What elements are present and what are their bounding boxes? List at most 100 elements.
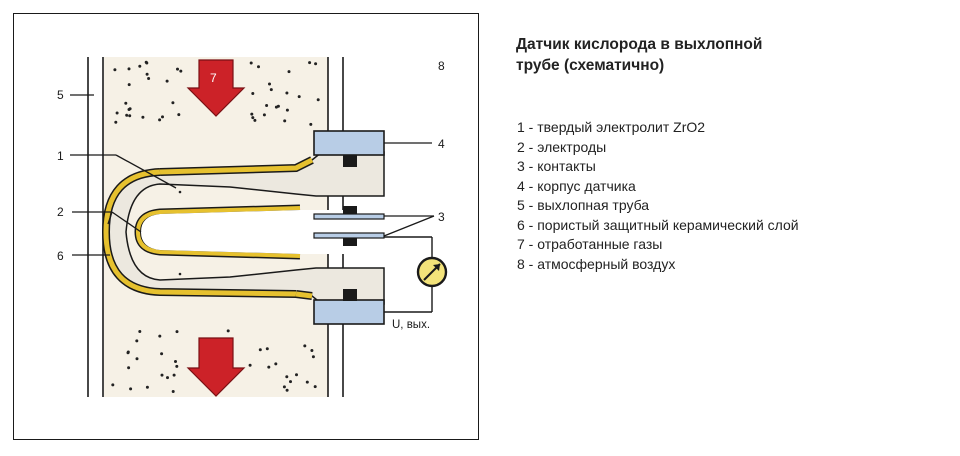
housing-seal-bottom (343, 289, 357, 301)
particle-dot (160, 352, 164, 356)
particle-dot (248, 363, 252, 367)
sensor-housing-top (313, 130, 385, 156)
particle-dot (249, 61, 253, 65)
particle-dot (251, 116, 255, 120)
particle-dot (175, 364, 179, 368)
callout-2: 2 (57, 205, 64, 219)
callout-1: 1 (57, 149, 64, 163)
particle-dot (179, 69, 183, 73)
exhaust-flow-arrow-bottom (186, 337, 246, 397)
particle-dot (172, 373, 176, 377)
particle-dot (145, 72, 149, 76)
particle-dot (141, 115, 145, 119)
particle-dot (177, 113, 181, 117)
housing-seal-top (343, 155, 357, 167)
callout-7: 7 (210, 71, 217, 85)
callout-4: 4 (438, 137, 445, 151)
legend-item: 6 - пористый защитный керамический слой (517, 216, 799, 233)
particle-dot (147, 77, 151, 80)
particle-dot (283, 119, 287, 123)
sensor-housing-bottom (313, 299, 385, 325)
particle-dot (176, 67, 179, 71)
particle-dot (285, 91, 289, 95)
particle-dot (295, 373, 298, 377)
particle-dot (125, 113, 129, 117)
particle-dot (289, 380, 292, 384)
particle-dot (138, 64, 142, 68)
particle-dot (314, 62, 318, 66)
particle-dot (175, 330, 179, 334)
particle-dot (145, 385, 149, 389)
particle-dot (313, 385, 317, 389)
particle-dot (297, 95, 301, 99)
particle-dot (161, 115, 164, 119)
callout-8: 8 (438, 59, 445, 73)
particle-dot (267, 365, 271, 369)
particle-dot (127, 108, 131, 111)
particle-dot (285, 388, 289, 392)
exhaust-flow-arrow-top (186, 59, 246, 117)
particle-dot (268, 82, 271, 86)
title-line-2: трубе (схематично) (516, 57, 665, 74)
particle-dot (126, 351, 130, 355)
contact-inner (313, 232, 385, 239)
callout-3: 3 (438, 210, 445, 224)
particle-dot (274, 362, 278, 366)
particle-dot (127, 83, 131, 87)
particle-dot (127, 366, 131, 370)
particle-dot (135, 357, 139, 361)
particle-dot (311, 355, 315, 359)
measurement-circuit (384, 236, 433, 313)
contact-clamp-top (343, 206, 357, 214)
particle-dot (316, 98, 320, 102)
particle-dot (160, 373, 164, 377)
particle-dot (171, 390, 175, 393)
particle-dot (124, 101, 128, 105)
particle-dot (253, 118, 257, 122)
particle-dot (276, 104, 280, 108)
ceramic-grain-dot (178, 272, 182, 276)
particle-dot (135, 339, 139, 343)
particle-dot (251, 92, 255, 95)
legend-item: 3 - контакты (517, 158, 596, 174)
particle-dot (129, 387, 133, 391)
contact-outer (313, 213, 385, 220)
particle-dot (308, 61, 312, 65)
legend-item: 7 - отработанные газы (517, 236, 663, 252)
particle-dot (138, 330, 142, 333)
legend-item: 2 - электроды (517, 138, 607, 155)
particle-dot (166, 376, 169, 380)
legend-item: 5 - выхлопная труба (517, 197, 650, 213)
particle-dot (226, 329, 230, 333)
particle-dot (128, 114, 132, 118)
particle-dot (174, 360, 177, 363)
particle-dot (158, 118, 162, 122)
title-line-1: Датчик кислорода в выхлопной (516, 36, 763, 53)
particle-dot (310, 349, 314, 352)
particle-dot (303, 344, 307, 348)
particle-dot (305, 380, 309, 384)
particle-dot (285, 108, 289, 112)
particle-dot (309, 122, 313, 126)
particle-dot (113, 68, 117, 72)
callout-5: 5 (57, 88, 64, 102)
particle-dot (257, 65, 260, 69)
particle-dot (158, 334, 162, 338)
legend-item: 8 - атмосферный воздух (517, 255, 676, 272)
particle-dot (262, 113, 266, 117)
exhaust-pipe-left-wall (87, 57, 104, 397)
output-voltage-label: U, вых. (392, 319, 430, 331)
particle-dot (265, 104, 269, 107)
particle-dot (269, 88, 273, 92)
callout-6: 6 (57, 249, 64, 263)
ceramic-grain-dot (178, 190, 182, 194)
legend-list: 1 - твердый электролит ZrO2 2 - электрод… (517, 118, 799, 274)
particle-dot (127, 67, 131, 71)
particle-dot (145, 61, 149, 65)
particle-dot (287, 70, 291, 74)
particle-dot (250, 112, 254, 116)
particle-dot (115, 111, 119, 115)
particle-dot (114, 120, 118, 124)
legend-item: 1 - твердый электролит ZrO2 (517, 119, 706, 135)
